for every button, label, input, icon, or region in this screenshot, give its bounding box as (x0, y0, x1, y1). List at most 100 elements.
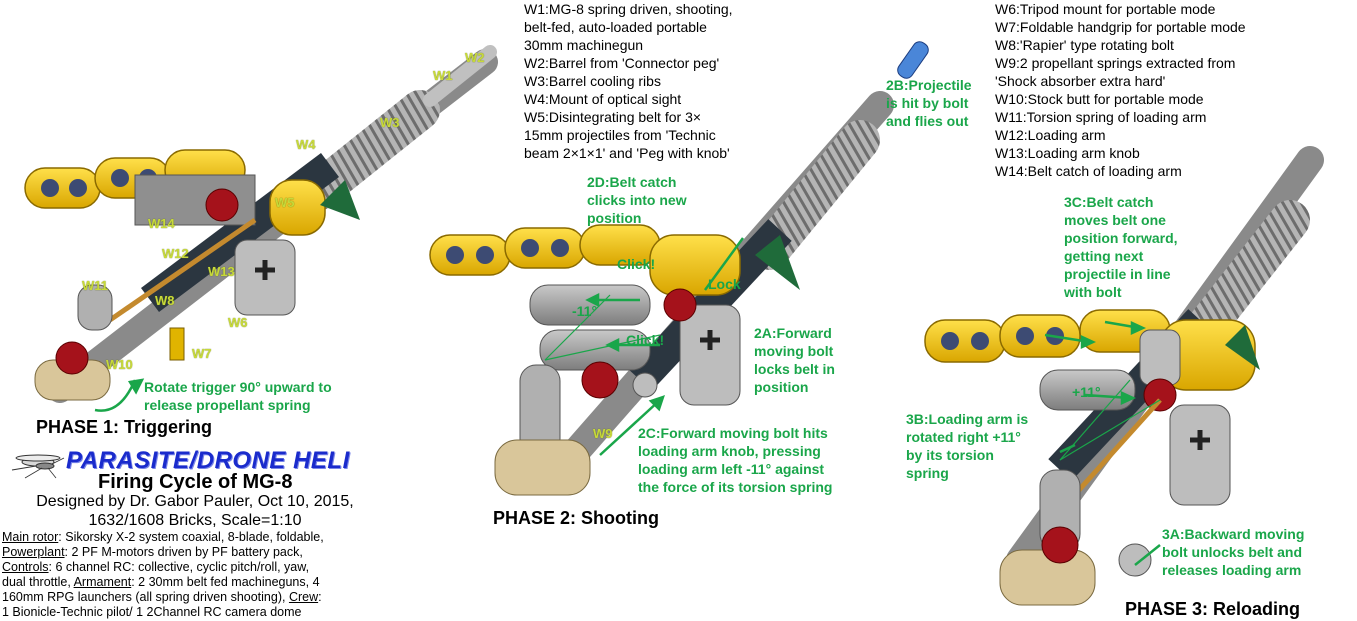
label-w14: W14 (148, 216, 175, 231)
annotation-minus11: -11° (572, 303, 598, 319)
annotation-2a-line4: position (754, 379, 809, 395)
phase2-gun-model (429, 41, 929, 496)
brand-title: PARASITE/DRONE HELI (66, 447, 350, 474)
part-w1-line3: 30mm machinegun (524, 37, 644, 53)
spec-controls-armament: dual throttle, Armament: 2 30mm belt fed… (2, 575, 324, 590)
part-w1-line1: W1:MG-8 spring driven, shooting, (524, 1, 733, 17)
spec-controls: Controls: 6 channel RC: collective, cycl… (2, 560, 324, 575)
spec-armament-val2: 160mm RPG launchers (all spring driven s… (2, 590, 289, 604)
part-w4: W4:Mount of optical sight (524, 91, 682, 107)
label-w1: W1 (433, 68, 453, 83)
label-w5: W5 (275, 195, 295, 210)
label-w9-phase2: W9 (593, 426, 613, 441)
label-w4: W4 (296, 137, 316, 152)
part-w9-line2: 'Shock absorber extra hard' (995, 73, 1166, 89)
part-w13: W13:Loading arm knob (995, 145, 1140, 161)
label-w7: W7 (192, 346, 212, 361)
spec-main-rotor-key: Main rotor (2, 530, 59, 544)
annotation-arrows (94, 237, 1161, 566)
label-w3: W3 (380, 115, 400, 130)
credit-line1: Designed by Dr. Gabor Pauler, Oct 10, 20… (36, 493, 354, 510)
phase1-gun-model (24, 45, 498, 403)
part-w11: W11:Torsion spring of loading arm (995, 109, 1207, 125)
label-w12: W12 (162, 246, 189, 261)
annotation-3c-line4: getting next (1064, 248, 1144, 264)
part-w5-line3: beam 2×1×1' and 'Peg with knob' (524, 145, 730, 161)
annotation-trigger-line1: Rotate trigger 90° upward to (144, 379, 332, 395)
spec-crew-detail: 1 Bionicle-Technic pilot/ 1 2Channel RC … (2, 605, 302, 619)
annotation-2c-line1: 2C:Forward moving bolt hits (638, 425, 828, 441)
credit-line2: 1632/1608 Bricks, Scale=1:10 (88, 512, 302, 529)
annotation-2b-line2: is hit by bolt (886, 95, 969, 111)
annotation-3b-line1: 3B:Loading arm is (906, 411, 1029, 427)
spec-controls-val2: dual throttle, (2, 575, 74, 589)
annotation-plus11: +11° (1072, 384, 1101, 400)
label-w13: W13 (208, 264, 235, 279)
annotation-3a-line2: bolt unlocks belt and (1162, 544, 1303, 560)
part-w1-line2: belt-fed, auto-loaded portable (524, 19, 707, 35)
part-w14: W14:Belt catch of loading arm (995, 163, 1182, 179)
annotation-3a: 3A:Backward moving bolt unlocks belt and… (1162, 525, 1304, 579)
part-w2: W2:Barrel from 'Connector peg' (524, 55, 720, 71)
diagram-title: Firing Cycle of MG-8 (98, 471, 293, 493)
spec-armament-key: Armament (73, 575, 132, 589)
annotation-3c-line2: moves belt one (1064, 212, 1166, 228)
spec-armament-crew: 160mm RPG launchers (all spring driven s… (2, 590, 324, 605)
spec-main-rotor: Main rotor: Sikorsky X-2 system coaxial,… (2, 530, 324, 545)
phase2-title: PHASE 2: Shooting (493, 508, 659, 528)
phase3-title: PHASE 3: Reloading (1125, 599, 1301, 619)
annotation-2c-line2: loading arm knob, pressing (638, 443, 821, 459)
part-w5-line2: 15mm projectiles from 'Technic (524, 127, 716, 143)
annotation-click-2: Click! (626, 332, 665, 348)
annotation-2d-line1: 2D:Belt catch (587, 174, 677, 190)
phase1-title: PHASE 1: Triggering (36, 417, 213, 437)
spec-controls-val: : 6 channel RC: collective, cyclic pitch… (48, 560, 310, 574)
mosquito-logo (11, 454, 65, 479)
part-w6: W6:Tripod mount for portable mode (995, 1, 1216, 17)
annotation-2a-line2: moving bolt (754, 343, 834, 359)
annotation-3b-line4: spring (906, 465, 949, 481)
annotation-2d-line2: clicks into new (587, 192, 687, 208)
spec-powerplant-key: Powerplant (2, 545, 65, 559)
label-w2: W2 (465, 50, 485, 65)
spec-main-rotor-val: : Sikorsky X-2 system coaxial, 8-blade, … (58, 530, 324, 544)
part-w9-line1: W9:2 propellant springs extracted from (995, 55, 1236, 71)
spec-powerplant-val: : 2 PF M-motors driven by PF battery pac… (64, 545, 303, 559)
specs-block: Main rotor: Sikorsky X-2 system coaxial,… (2, 530, 324, 620)
annotation-3a-line1: 3A:Backward moving (1162, 526, 1305, 542)
annotation-2b-line1: 2B:Projectile (886, 77, 972, 93)
annotation-3c: 3C:Belt catch moves belt one position fo… (1064, 193, 1178, 301)
annotation-3b-line3: by its torsion (906, 447, 994, 463)
annotation-2d: 2D:Belt catch clicks into new position (587, 173, 687, 227)
spec-armament-val: : 2 30mm belt fed machineguns, 4 (131, 575, 320, 589)
label-w10: W10 (106, 357, 133, 372)
annotation-3a-line3: releases loading arm (1162, 562, 1302, 578)
annotation-2d-line3: position (587, 210, 642, 226)
annotation-2a: 2A:Forward moving bolt locks belt in pos… (754, 324, 835, 396)
label-w11: W11 (82, 278, 109, 293)
annotation-3b: 3B:Loading arm is rotated right +11° by … (906, 410, 1028, 482)
parts-list-right: W6:Tripod mount for portable mode W7:Fol… (995, 0, 1246, 180)
annotation-click-1: Click! (617, 256, 656, 272)
annotation-2c-line3: loading arm left -11° against (638, 461, 825, 477)
spec-crew-key: Crew (288, 590, 319, 604)
annotation-2a-line3: locks belt in (754, 361, 835, 377)
part-w10: W10:Stock butt for portable mode (995, 91, 1204, 107)
annotation-2b-line3: and flies out (886, 113, 969, 129)
part-w12: W12:Loading arm (995, 127, 1106, 143)
spec-crew-val: : (318, 590, 322, 604)
parts-list-left: W1:MG-8 spring driven, shooting, belt-fe… (524, 0, 733, 162)
part-w8: W8:'Rapier' type rotating bolt (995, 37, 1174, 53)
annotation-2c: 2C:Forward moving bolt hits loading arm … (638, 424, 832, 496)
part-w3: W3:Barrel cooling ribs (524, 73, 661, 89)
spec-powerplant: Powerplant: 2 PF M-motors driven by PF b… (2, 545, 324, 560)
annotation-3c-line5: projectile in line (1064, 266, 1171, 282)
annotation-2c-line4: the force of its torsion spring (638, 479, 833, 495)
phase3-gun-model (924, 146, 1324, 606)
annotation-trigger-line2: release propellant spring (144, 397, 311, 413)
part-w7: W7:Foldable handgrip for portable mode (995, 19, 1246, 35)
label-w6: W6 (228, 315, 248, 330)
annotation-2b: 2B:Projectile is hit by bolt and flies o… (886, 76, 972, 130)
